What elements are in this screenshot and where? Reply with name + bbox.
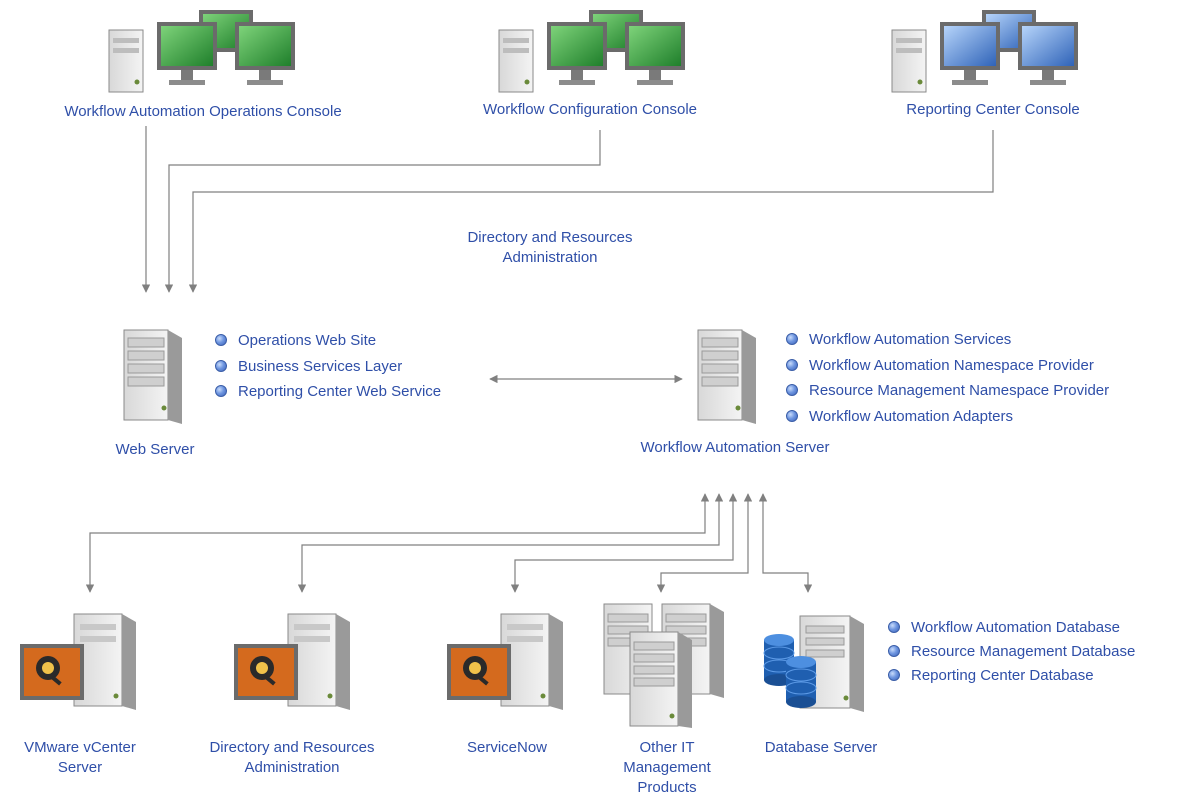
list-item: Operations Web Site	[212, 330, 441, 356]
list-item: Resource Management Database	[885, 641, 1135, 665]
directory-admin-label: Directory and Resources Administration	[209, 739, 375, 776]
bullet-dot-icon	[786, 384, 798, 396]
operations-console-label: Workflow Automation Operations Console	[64, 103, 342, 120]
list-item: Reporting Center Database	[885, 665, 1135, 689]
vmware-app-server-icon	[20, 613, 136, 710]
configuration-console-label: Workflow Configuration Console	[483, 101, 697, 118]
list-item: Workflow Automation Adapters	[783, 406, 1109, 432]
servicenow-label: ServiceNow	[466, 739, 548, 756]
reporting-console-label: Reporting Center Console	[906, 101, 1080, 118]
server-cluster-icon	[603, 603, 724, 728]
database-server-label: Database Server	[764, 739, 878, 756]
web-server-label: Web Server	[115, 441, 195, 458]
bullet-dot-icon	[888, 645, 900, 657]
bullet-dot-icon	[786, 358, 798, 371]
database-server-icon	[763, 615, 864, 712]
link-wa-to-database	[758, 493, 813, 593]
vmware-label: VMware vCenter Server	[24, 739, 136, 776]
list-item: Resource Management Namespace Provider	[783, 380, 1109, 406]
directory-app-server-icon	[234, 613, 350, 710]
bullet-dot-icon	[215, 359, 227, 372]
server-tower-icon	[123, 329, 182, 424]
bullet-dot-icon	[786, 333, 798, 345]
bullet-dot-icon	[215, 385, 227, 397]
workstation-blue-icon	[891, 10, 1078, 93]
list-item: Reporting Center Web Service	[212, 381, 441, 407]
workstation-green-icon	[108, 10, 295, 93]
bullet-dot-icon	[215, 334, 227, 346]
workstation-green-icon	[498, 10, 685, 93]
web-server-components: Operations Web Site Business Services La…	[212, 330, 441, 407]
list-item: Business Services Layer	[212, 356, 441, 382]
wa-server-components: Workflow Automation Services Workflow Au…	[783, 329, 1109, 431]
link-configuration-console	[164, 130, 601, 293]
bullet-dot-icon	[888, 669, 900, 681]
database-components: Workflow Automation Database Resource Ma…	[885, 617, 1135, 689]
bullet-dot-icon	[786, 409, 798, 422]
database-cylinders	[763, 634, 817, 708]
link-reporting-console	[188, 130, 994, 293]
link-wa-to-directory	[297, 493, 724, 593]
list-item: Workflow Automation Namespace Provider	[783, 355, 1109, 381]
link-wa-to-servicenow	[510, 493, 738, 593]
wa-server-label: Workflow Automation Server	[640, 439, 830, 456]
list-item: Workflow Automation Services	[783, 329, 1109, 355]
servicenow-app-server-icon	[447, 613, 563, 710]
link-wa-to-vmware	[85, 493, 710, 593]
link-wa-to-other	[656, 493, 753, 593]
server-tower-icon	[697, 329, 756, 424]
other-it-products-label: Other IT Management Products	[623, 739, 711, 796]
bullet-dot-icon	[888, 621, 900, 633]
directory-resources-label: Directory and Resources Administration	[467, 229, 633, 266]
list-item: Workflow Automation Database	[885, 617, 1135, 641]
